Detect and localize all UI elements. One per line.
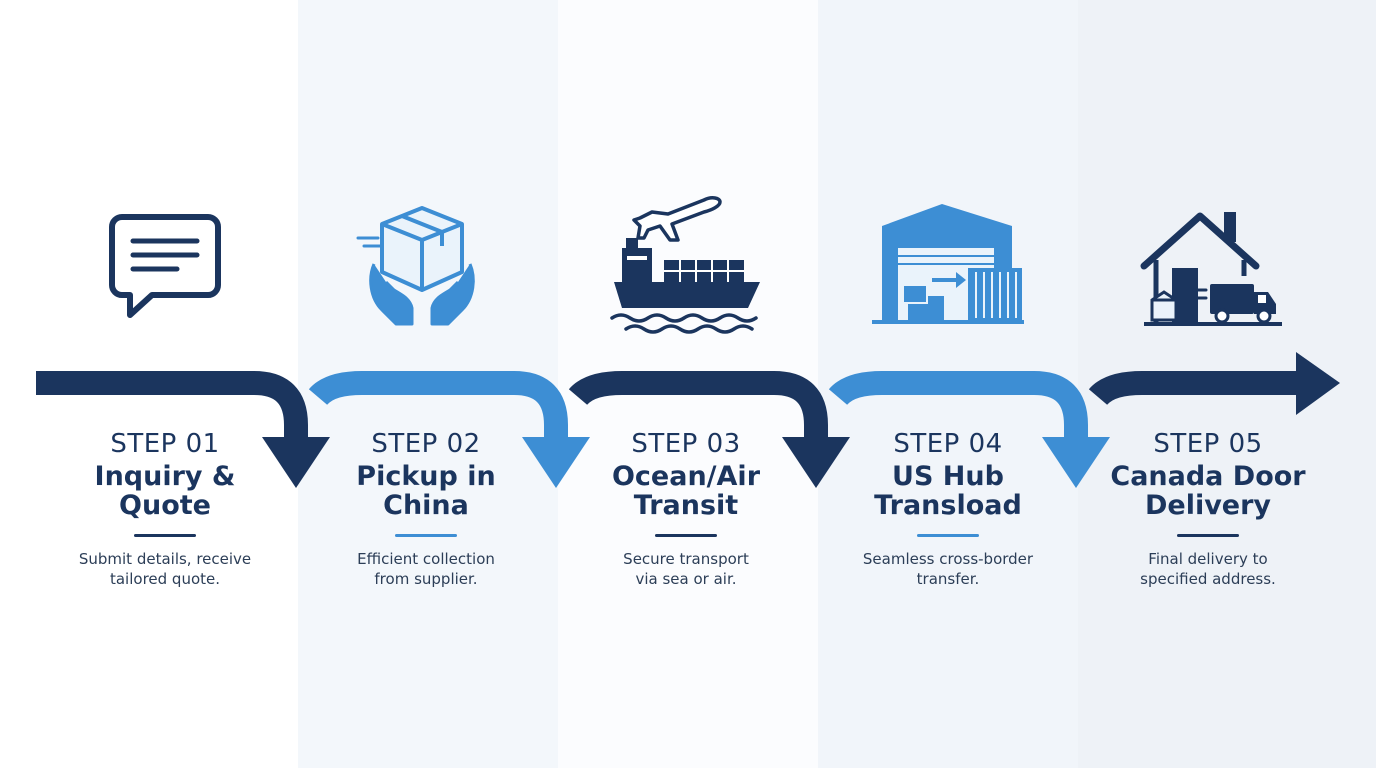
house-truck-icon	[1140, 212, 1282, 326]
step-title: Canada Door Delivery	[1078, 462, 1338, 520]
step-title-line: China	[383, 490, 469, 521]
step-description-line: via sea or air.	[635, 570, 737, 588]
step-title-line: Ocean/Air	[611, 461, 761, 492]
step-description-line: specified address.	[1140, 570, 1276, 588]
step-2: STEP 02 Pickup in China Efficient collec…	[296, 428, 556, 589]
step-5: STEP 05 Canada Door Delivery Final deliv…	[1078, 428, 1338, 589]
step-description-line: Secure transport	[623, 550, 749, 568]
step-divider	[395, 534, 457, 537]
step-description-line: Seamless cross-border	[862, 550, 1034, 568]
step-divider	[1177, 534, 1239, 537]
flow-arrow-2	[308, 371, 568, 438]
flow-arrow-5	[1088, 371, 1302, 406]
step-label: STEP 04	[893, 429, 1003, 459]
flow-arrow-1	[36, 371, 308, 438]
step-divider	[655, 534, 717, 537]
step-description-line: Submit details, receive	[78, 550, 252, 568]
step-divider	[917, 534, 979, 537]
flow-arrowhead-5	[1296, 352, 1340, 415]
step-3: STEP 03 Ocean/Air Transit Secure transpo…	[556, 428, 816, 589]
step-description-line: tailored quote.	[109, 570, 221, 588]
flow-arrowhead-3	[782, 437, 850, 488]
step-description: Seamless cross-border transfer.	[818, 549, 1078, 589]
flow-arrow-3	[568, 371, 828, 438]
step-title: Inquiry & Quote	[35, 462, 295, 520]
step-title-line: Inquiry &	[94, 461, 236, 492]
step-title-line: Canada Door	[1110, 461, 1306, 492]
step-description-line: Final delivery to	[1148, 550, 1268, 568]
step-description-line: Efficient collection	[357, 550, 495, 568]
flow-arrowhead-2	[522, 437, 590, 488]
step-description: Efficient collection from supplier.	[296, 549, 556, 589]
step-title-line: Quote	[119, 490, 211, 521]
step-title-line: Transit	[633, 490, 739, 521]
chat-bubble-icon	[109, 214, 221, 318]
step-label: STEP 05	[1153, 429, 1263, 459]
step-divider	[134, 534, 196, 537]
step-description: Secure transport via sea or air.	[556, 549, 816, 589]
step-1: STEP 01 Inquiry & Quote Submit details, …	[35, 428, 295, 589]
ship-plane-icon	[610, 196, 760, 334]
step-4: STEP 04 US Hub Transload Seamless cross-…	[818, 428, 1078, 589]
step-title-line: US Hub	[892, 461, 1004, 492]
step-description: Final delivery to specified address.	[1078, 549, 1338, 589]
step-title: US Hub Transload	[818, 462, 1078, 520]
step-description-line: transfer.	[916, 570, 980, 588]
step-title: Pickup in China	[296, 462, 556, 520]
box-hands-icon	[356, 206, 475, 326]
flow-arrowhead-4	[1042, 437, 1110, 488]
step-title-line: Transload	[874, 490, 1022, 521]
step-label: STEP 03	[631, 429, 741, 459]
warehouse-icon	[872, 204, 1024, 324]
flow-arrow-4	[828, 371, 1088, 438]
step-description: Submit details, receive tailored quote.	[35, 549, 295, 589]
step-title-line: Pickup in	[356, 461, 496, 492]
flow-arrowhead-1	[262, 437, 330, 488]
step-label: STEP 02	[371, 429, 481, 459]
step-title: Ocean/Air Transit	[556, 462, 816, 520]
step-description-line: from supplier.	[374, 570, 478, 588]
step-title-line: Delivery	[1144, 490, 1272, 521]
step-label: STEP 01	[110, 429, 220, 459]
